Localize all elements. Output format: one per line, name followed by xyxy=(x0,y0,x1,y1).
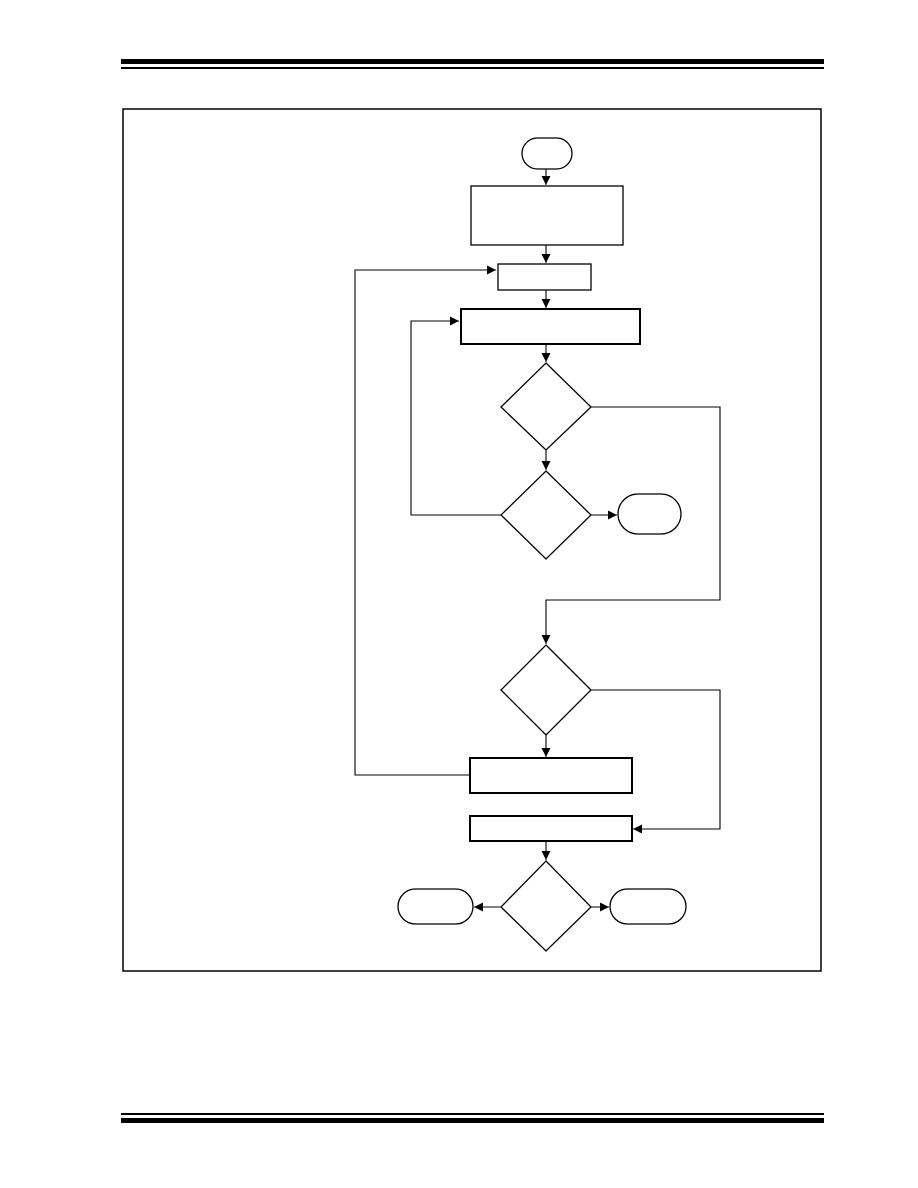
finalize-process-box xyxy=(469,815,633,842)
header-rule-thin xyxy=(121,67,824,69)
connector-decision-2-loop-back xyxy=(410,316,501,516)
decision-4-diamond xyxy=(500,860,592,952)
update-process-box xyxy=(469,757,633,794)
footer-rule-thin xyxy=(121,1113,824,1115)
connector-decision-3-finalize xyxy=(591,689,721,834)
figure-frame xyxy=(122,108,822,972)
exit-left-terminal xyxy=(397,888,474,925)
init-process-box xyxy=(470,185,624,246)
connector-decision-1-decision-3 xyxy=(541,406,721,644)
footer-rule-thick xyxy=(121,1118,824,1123)
setup-process-box xyxy=(497,263,592,291)
header-rule-thick xyxy=(121,59,824,64)
exit-1-terminal xyxy=(617,493,682,535)
start-terminal xyxy=(521,137,573,170)
decision-3-diamond xyxy=(500,644,592,736)
decision-1-diamond xyxy=(500,362,592,451)
exit-right-terminal xyxy=(609,888,687,925)
decision-2-diamond xyxy=(500,470,592,560)
operation-process-box xyxy=(460,308,641,345)
connector-update-loop-back xyxy=(354,265,496,776)
